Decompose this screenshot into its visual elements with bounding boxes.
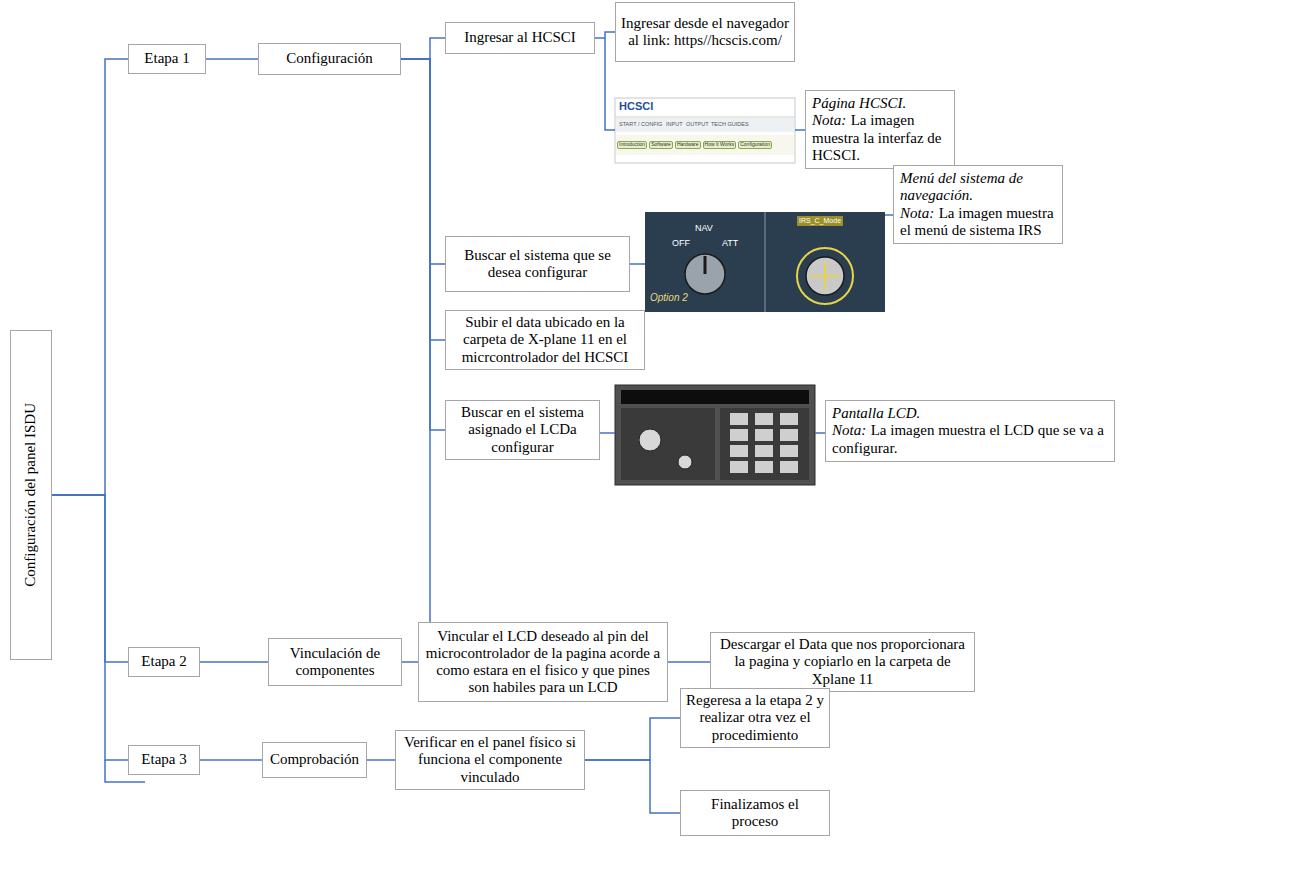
picture-text: TECH GUIDES [711, 121, 749, 127]
node-text: Buscar el sistema que se desea configura… [451, 247, 624, 282]
connector [668, 661, 710, 663]
lcd-subpanel [621, 408, 715, 480]
connector [401, 59, 445, 340]
picture-text: START / CONFIG [619, 121, 662, 127]
node-text: Finalizamos el proceso [686, 796, 824, 831]
connector [367, 759, 395, 761]
phase-box: Vinculación de componentes [268, 638, 402, 686]
note-tag: Nota: [900, 205, 934, 221]
picture-text: Option 2 [650, 292, 688, 303]
menu-button: How It Works [703, 141, 737, 149]
node-text: Comprobación [270, 751, 359, 768]
panel-divider [764, 212, 766, 312]
connector [200, 759, 262, 761]
keypad [720, 408, 809, 480]
keypad-keys [730, 413, 798, 473]
picture-text: OUTPUT [686, 121, 709, 127]
node-text: Etapa 2 [141, 653, 186, 670]
step-box: Regeresa a la etapa 2 y realizar otra ve… [680, 688, 830, 748]
lcd-knob [678, 455, 692, 469]
connector [52, 59, 128, 495]
node-text: Configuración del panel ISDU [22, 403, 39, 587]
node-text: Vinculación de componentes [274, 645, 396, 680]
menu-button: Configuration [738, 141, 772, 149]
caption-title: Pantalla LCD. [832, 405, 1108, 422]
caption-box: Página HCSCI.Nota:La imagen muestra la i… [805, 90, 955, 169]
connector [401, 38, 445, 59]
caption-title: Página HCSCI. [812, 95, 948, 112]
connector [402, 661, 418, 663]
step-box: Descargar el Data que nos proporcionara … [710, 632, 975, 692]
note-text: La imagen muestra el LCD que se va a con… [832, 422, 1104, 455]
node-text: Buscar en el sistema asignado el LCDa co… [451, 404, 594, 456]
node-text: Descargar el Data que nos proporcionara … [716, 636, 969, 688]
switch-position: ATT [722, 239, 738, 249]
connector [401, 59, 430, 622]
connector [206, 58, 258, 60]
menu-button: Hardware [675, 141, 701, 149]
switch-position: NAV [695, 224, 713, 234]
step-box: Finalizamos el proceso [680, 790, 830, 836]
knob-pointer [704, 256, 707, 274]
knob-highlight [797, 248, 853, 304]
step-box: Buscar el sistema que se desea configura… [445, 236, 630, 292]
screenshot-frame [615, 98, 795, 163]
picture-text: IRS_C_Mode [797, 216, 843, 226]
caption-box: Pantalla LCD.Nota:La imagen muestra el L… [825, 400, 1115, 462]
step-box: Ingresar desde el navegador al link: htt… [615, 2, 795, 62]
connector [52, 495, 128, 662]
lcd-knob [639, 429, 661, 451]
node-text: Ingresar al HCSCI [464, 29, 576, 46]
phase-box: Comprobación [262, 742, 367, 778]
menu-button: Introduction [617, 141, 647, 149]
note-tag: Nota: [832, 422, 866, 438]
caption-box: Menú del sistema de navegación.Nota:La i… [893, 165, 1063, 244]
picture-text: INPUT [666, 121, 683, 127]
lcd-panel [615, 385, 815, 485]
knob-cross [811, 275, 839, 277]
connector [200, 661, 268, 663]
title-band: Configuración del panel ISDU [10, 330, 52, 660]
menu-button: Software [649, 141, 673, 149]
connector [52, 495, 128, 760]
stage-box: Etapa 2 [128, 647, 200, 677]
selector-knob [685, 254, 725, 294]
lcd-display [621, 390, 809, 404]
screenshot-rule [615, 117, 795, 118]
node-text: Etapa 3 [141, 751, 186, 768]
connector [595, 32, 615, 38]
picture-text: HCSCI [619, 100, 653, 112]
knob-panel [645, 212, 885, 312]
node-text: Vincular el LCD deseado al pin del micro… [424, 628, 662, 697]
node-text: Regeresa a la etapa 2 y realizar otra ve… [686, 692, 824, 744]
screenshot-bar [616, 135, 794, 155]
node-text: Ingresar desde el navegador al link: htt… [621, 15, 789, 50]
selector-knob [806, 257, 844, 295]
node-text: Verificar en el panel físico si funciona… [401, 734, 579, 786]
phase-box: Configuración [258, 43, 401, 75]
node-text: Etapa 1 [144, 50, 189, 67]
connector [401, 59, 445, 430]
step-box: Vincular el LCD deseado al pin del micro… [418, 622, 668, 702]
node-text: Configuración [286, 50, 373, 67]
caption-title: Menú del sistema de navegación. [900, 170, 1056, 205]
step-box: Buscar en el sistema asignado el LCDa co… [445, 400, 600, 460]
connector [401, 59, 445, 264]
switch-position: OFF [672, 239, 690, 249]
step-box: Ingresar al HCSCI [445, 22, 595, 54]
note-tag: Nota: [812, 112, 846, 128]
connector [585, 718, 680, 760]
step-box: Verificar en el panel físico si funciona… [395, 730, 585, 790]
step-box: Subir el data ubicado en la carpeta de X… [445, 310, 645, 370]
stage-box: Etapa 3 [128, 745, 200, 775]
screenshot-nav [616, 118, 794, 132]
connector [585, 760, 680, 813]
stage-box: Etapa 1 [128, 44, 206, 74]
node-text: Subir el data ubicado en la carpeta de X… [451, 314, 639, 366]
